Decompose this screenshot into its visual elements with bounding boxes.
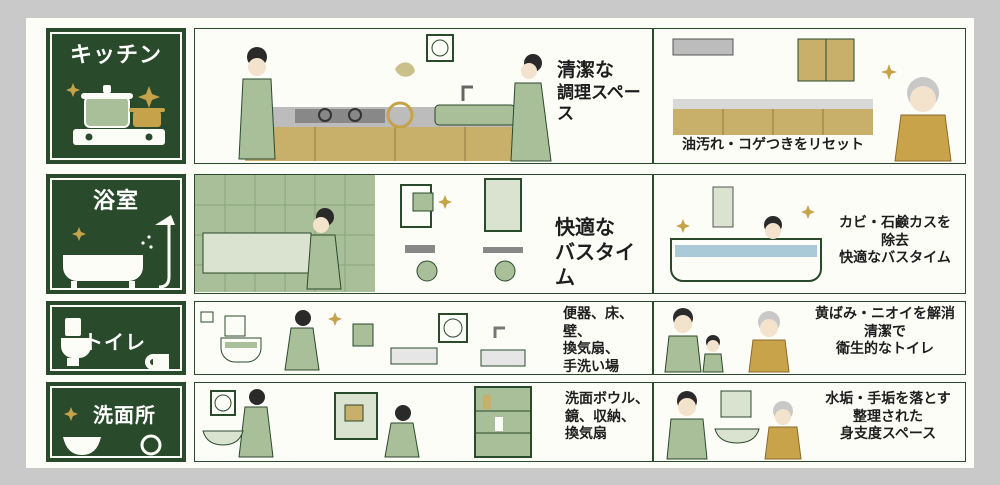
sparkle-icon [66, 83, 80, 97]
result-text-line: 整理された [853, 408, 923, 425]
mid-text-line: 快適な [555, 215, 615, 239]
mid-text-line: 洗面ボウル、 [565, 391, 649, 407]
mid-text-line: 調理スペース [557, 82, 641, 124]
divider [652, 28, 654, 164]
washroom-cleaning-illustration [202, 386, 532, 458]
divider [652, 382, 654, 462]
result-panel-washroom: 水垢・手垢を落とす 整理された 身支度スペース [652, 382, 966, 462]
category-panel-bathroom: 浴室 [46, 174, 186, 294]
sparkle-icon [72, 227, 86, 241]
sparkle-icon [64, 407, 78, 421]
result-text-kitchen: 油汚れ・コゲつきをリセット [653, 137, 893, 155]
sparkle-icon [801, 205, 815, 219]
mid-text-toilet: 便器、床、壁、 換気扇、 手洗い場 [563, 306, 652, 376]
mid-text-line: バスタイム [555, 240, 635, 289]
kitchen-cleaning-illustration [238, 34, 552, 162]
infographic-sheet: キッチン [26, 18, 974, 468]
toilet-paper-icon [145, 354, 169, 370]
row-washroom: 洗面所 洗面ボウル、 [46, 382, 966, 462]
result-text-line: カビ・石鹸カスを [839, 215, 951, 231]
sparkle-icon [676, 219, 690, 233]
category-title: トイレ [83, 330, 146, 354]
cleaning-panel-bathroom: 快適な バスタイム [194, 174, 652, 294]
mid-text-bathroom: 快適な バスタイム [555, 215, 652, 290]
toilet-icon [61, 318, 91, 366]
kitchen-icons [66, 83, 165, 145]
wash-basin-icon [63, 437, 101, 455]
result-text-washroom: 水垢・手垢を落とす 整理された 身支度スペース [809, 391, 967, 444]
category-title: 洗面所 [93, 403, 156, 427]
mid-text-line: 換気扇、 [563, 341, 619, 357]
category-panel-kitchen: キッチン [46, 28, 186, 164]
cleaning-panel-kitchen: 清潔な 調理スペース [194, 28, 652, 164]
cleaning-panel-toilet: 便器、床、壁、 換気扇、 手洗い場 [194, 301, 652, 375]
pan-icon [129, 108, 165, 127]
category-panel-washroom: 洗面所 [46, 382, 186, 462]
pot-icon [81, 85, 133, 128]
category-title: キッチン [69, 43, 162, 68]
toilet-result-illustration [664, 308, 790, 373]
kitchen-result-illustration [672, 38, 952, 162]
bathroom-result-illustration [670, 186, 822, 282]
result-panel-bathroom: カビ・石鹸カスを 除去 快適なバスタイム [652, 174, 966, 294]
result-panel-toilet: 黄ばみ・ニオイを解消 清潔で 衛生的なトイレ [652, 301, 966, 375]
result-text-line: 清潔で [864, 323, 906, 340]
result-text-line: 身支度スペース [839, 426, 937, 442]
toilet-cleaning-illustration [200, 310, 526, 371]
divider [652, 301, 654, 375]
cleaning-panel-washroom: 洗面ボウル、 鏡、収納、 換気扇 [194, 382, 652, 462]
stove-icon [73, 129, 165, 145]
result-panel-kitchen: 油汚れ・コゲつきをリセット [652, 28, 966, 164]
bathroom-cleaning-illustration [195, 175, 523, 292]
result-text-line: 衛生的なトイレ [836, 341, 934, 357]
sparkle-icon [438, 195, 452, 209]
result-text-toilet: 黄ばみ・ニオイを解消 清潔で 衛生的なトイレ [803, 306, 967, 359]
mid-text-kitchen: 清潔な 調理スペース [557, 59, 652, 125]
row-bathroom: 浴室 [46, 174, 966, 294]
bathroom-icons [63, 215, 175, 289]
mid-text-line: 換気扇 [565, 426, 607, 442]
sparkle-icon [881, 64, 897, 80]
mid-text-line: 鏡、収納、 [565, 408, 635, 425]
divider [652, 174, 654, 294]
bathtub-icon [63, 255, 143, 289]
row-toilet: トイレ [46, 301, 966, 375]
category-title: 浴室 [92, 189, 139, 214]
mid-text-line: 手洗い場 [563, 358, 619, 375]
washroom-result-illustration [666, 390, 802, 460]
result-text-line: 水垢・手垢を落とす [825, 391, 951, 407]
sparkle-icon [328, 312, 342, 326]
shower-head-icon [141, 215, 175, 289]
washroom-icons [63, 407, 162, 456]
mid-text-washroom: 洗面ボウル、 鏡、収納、 換気扇 [565, 391, 649, 444]
result-text-line: 油汚れ・コゲつきをリセット [682, 137, 864, 153]
result-text-line: 除去 [881, 232, 909, 249]
row-kitchen: キッチン [46, 28, 966, 164]
result-text-line: 黄ばみ・ニオイを解消 [815, 306, 955, 322]
toilet-icons [61, 318, 169, 370]
result-text-bathroom: カビ・石鹸カスを 除去 快適なバスタイム [823, 215, 967, 268]
mid-text-line: 清潔な [557, 59, 615, 81]
mirror-icon [140, 434, 162, 456]
category-panel-toilet: トイレ [46, 301, 186, 375]
result-text-line: 快適なバスタイム [839, 250, 951, 266]
mid-text-line: 便器、床、壁、 [563, 306, 633, 340]
sparkle-icon [138, 86, 160, 108]
